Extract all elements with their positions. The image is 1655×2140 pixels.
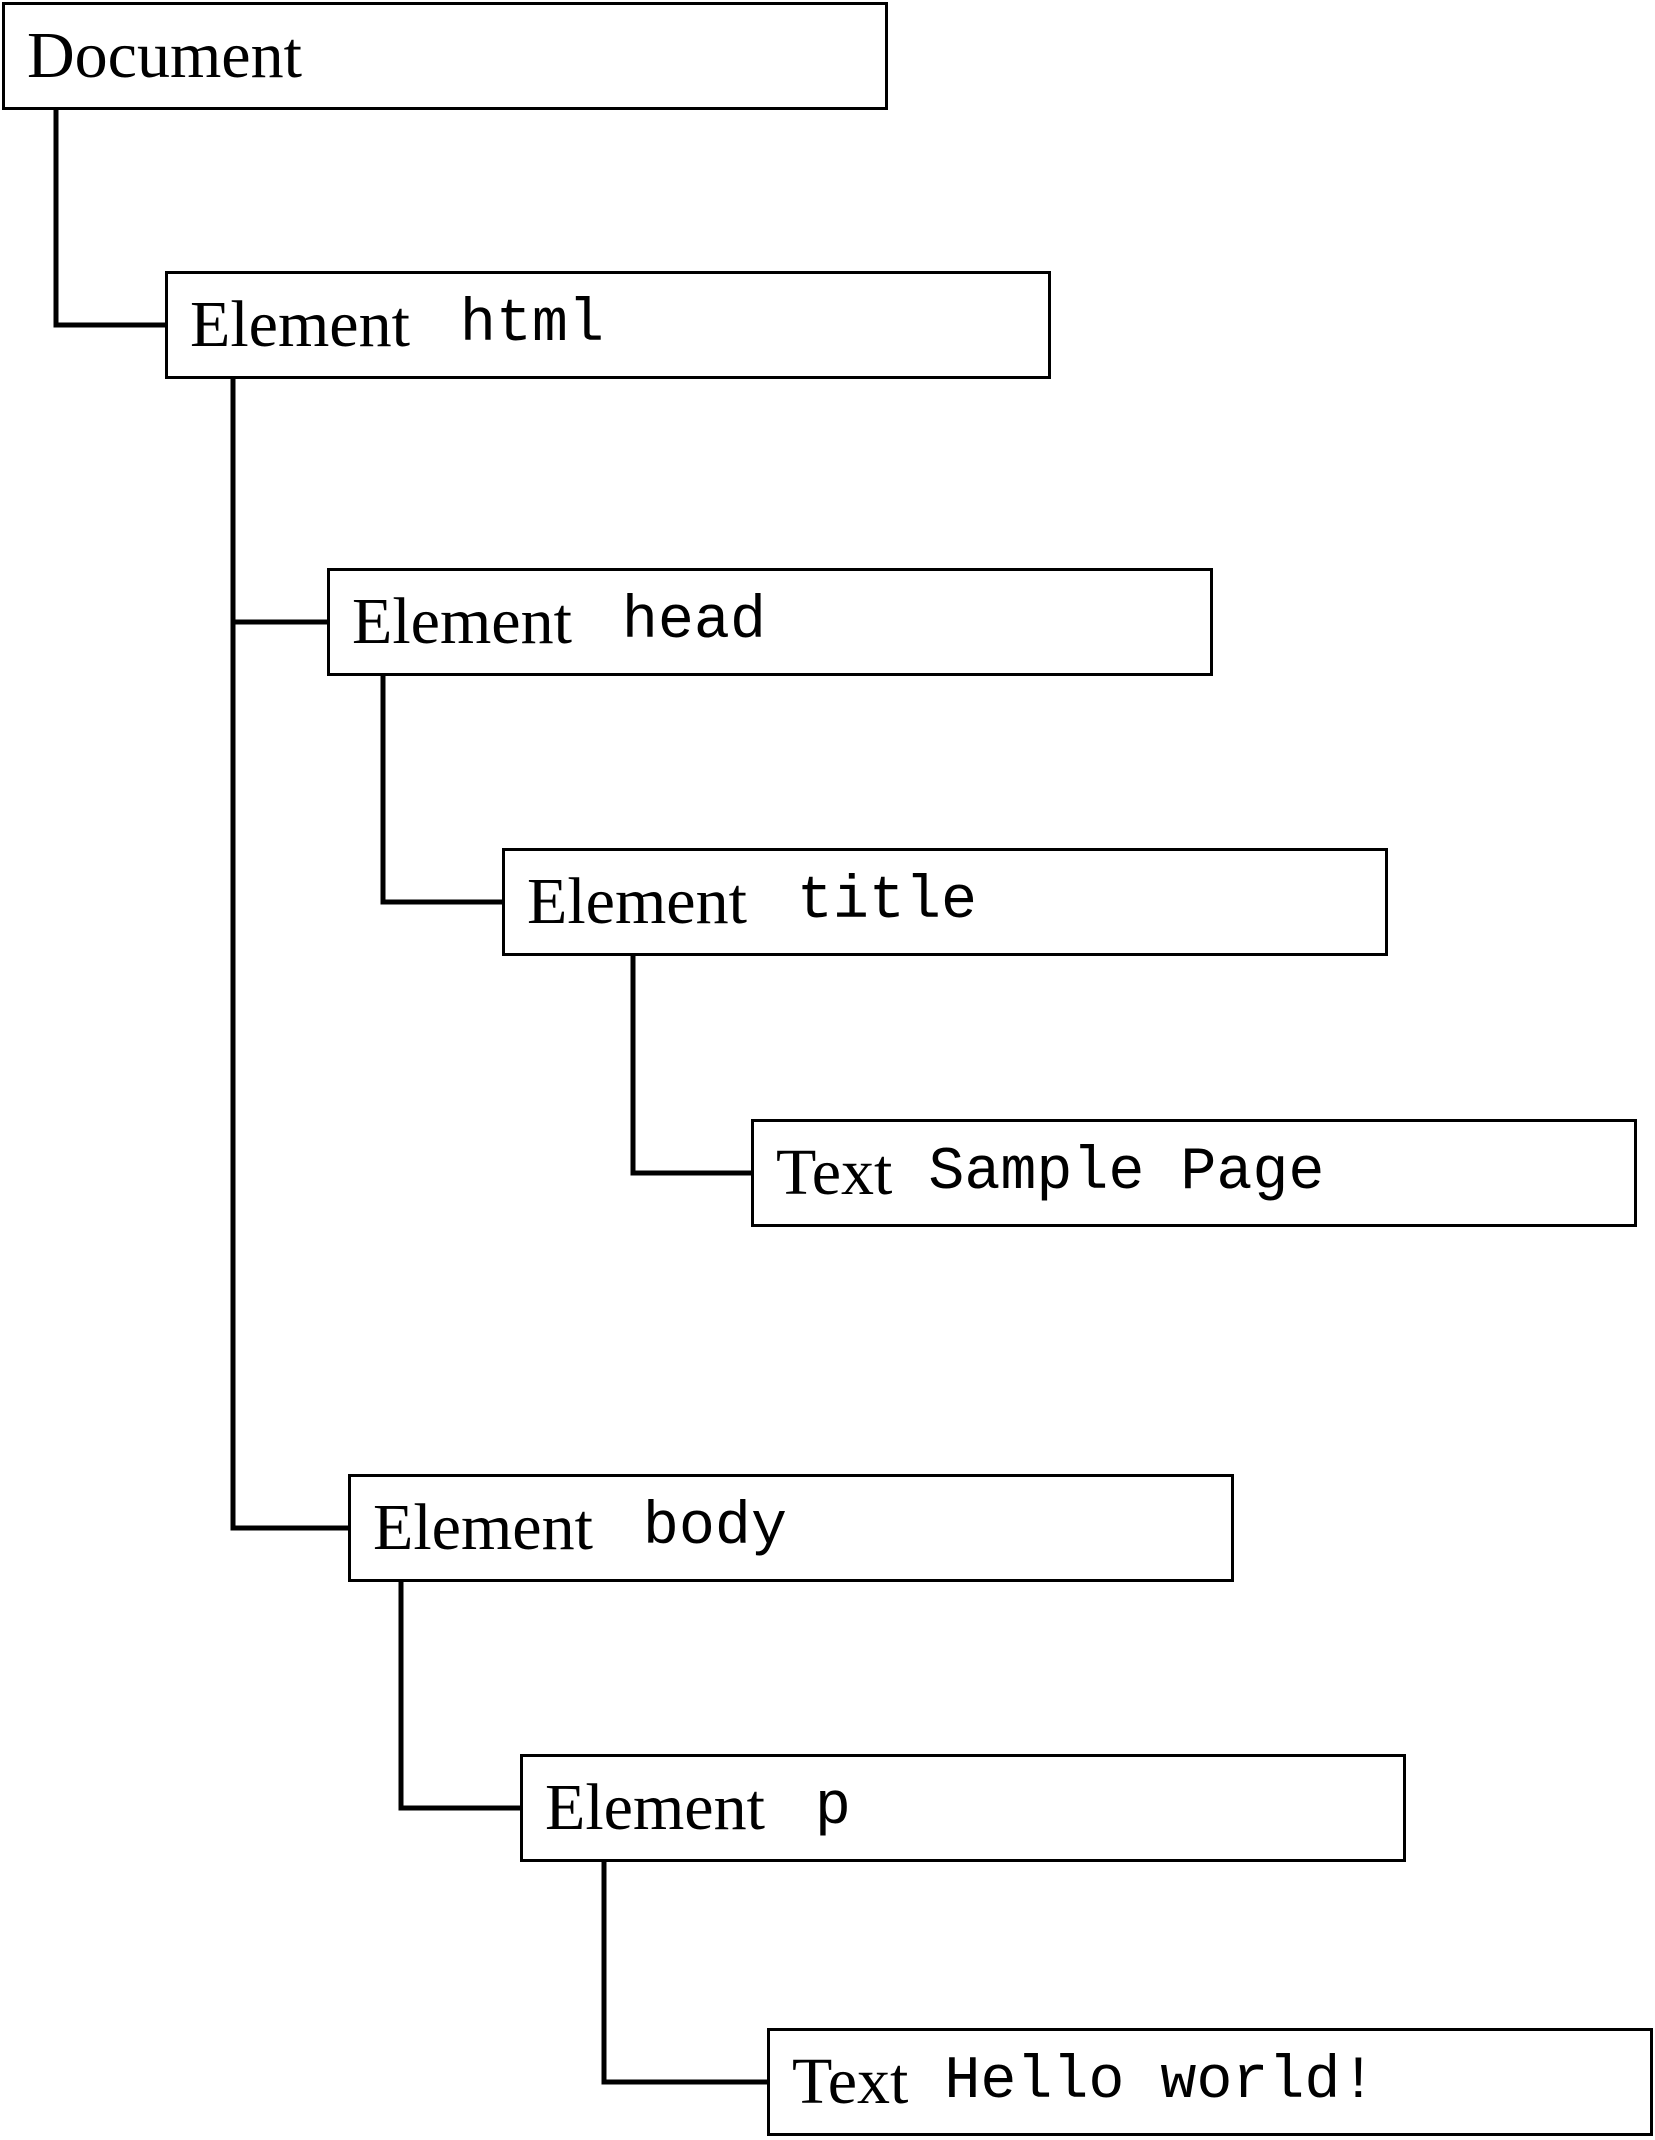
node-kind-label: Element <box>527 865 747 938</box>
node-text-value: Hello world! <box>944 2048 1377 2116</box>
element-html-node: Element html <box>165 271 1051 379</box>
node-kind-label: Document <box>27 19 302 92</box>
text-sample-page-node: Text Sample Page <box>751 1119 1637 1227</box>
connector-html-head <box>230 379 327 625</box>
connector-p-text <box>601 1862 767 2085</box>
node-kind-label: Text <box>792 2045 909 2118</box>
node-name-label: p <box>814 1774 851 1842</box>
node-text-value: Sample Page <box>928 1139 1325 1207</box>
node-kind-label: Text <box>776 1136 893 1209</box>
element-p-node: Element p <box>520 1754 1406 1862</box>
node-kind-label: Element <box>352 585 572 658</box>
connector-body-p <box>398 1582 520 1811</box>
node-kind-label: Element <box>373 1491 593 1564</box>
connector-head-title <box>380 676 502 905</box>
node-kind-label: Element <box>190 288 410 361</box>
node-name-label: title <box>796 868 977 936</box>
node-name-label: html <box>459 291 604 359</box>
connector-html-body <box>230 622 348 1531</box>
element-body-node: Element body <box>348 1474 1234 1582</box>
connector-title-text <box>630 956 751 1176</box>
document-node: Document <box>2 2 888 110</box>
node-name-label: head <box>621 588 766 656</box>
node-name-label: body <box>642 1494 787 1562</box>
node-kind-label: Element <box>545 1771 765 1844</box>
element-head-node: Element head <box>327 568 1213 676</box>
element-title-node: Element title <box>502 848 1388 956</box>
text-hello-world-node: Text Hello world! <box>767 2028 1653 2136</box>
connector-document-html <box>53 110 165 328</box>
